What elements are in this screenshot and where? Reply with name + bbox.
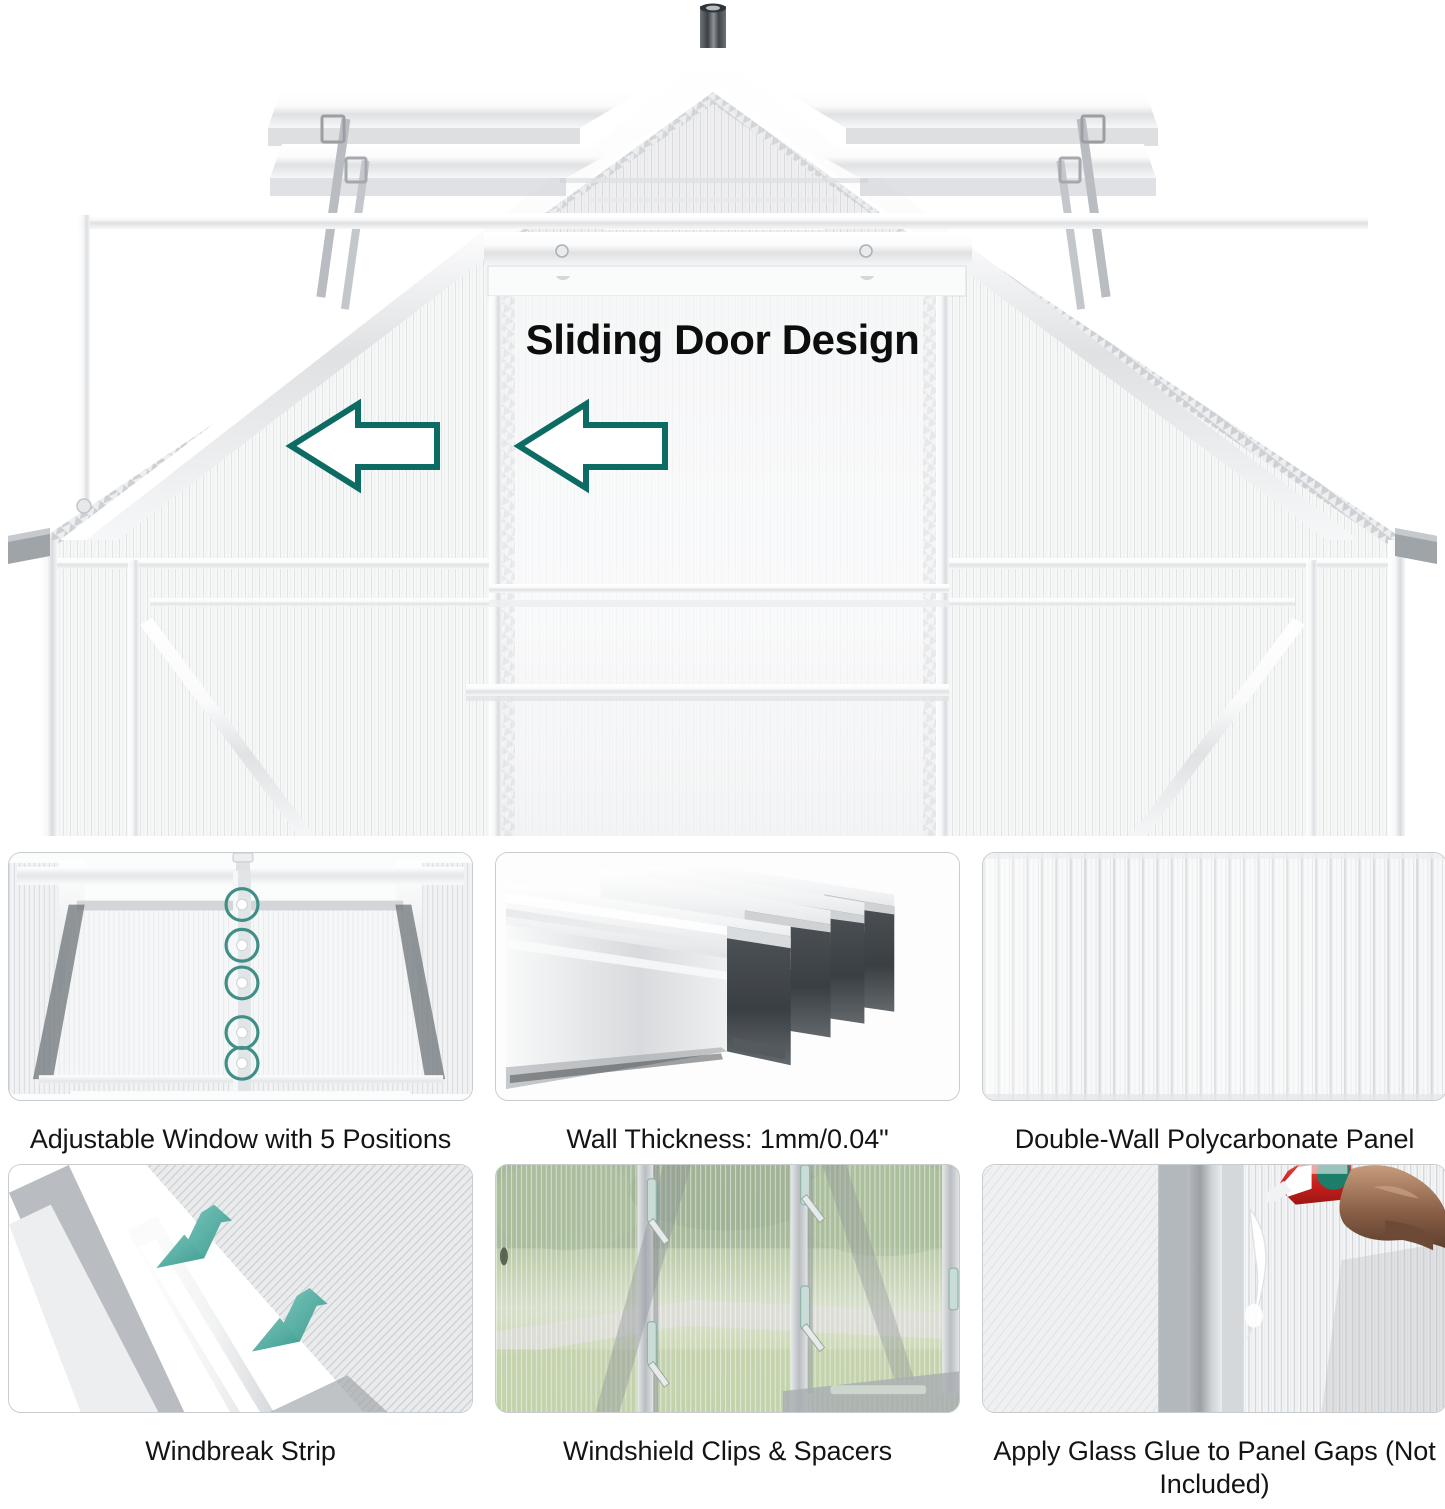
door-rail-lower (466, 684, 949, 696)
feature-cell-wall-thickness: Wall Thickness: 1mm/0.04" (495, 852, 960, 1156)
roof-vent-left (268, 92, 640, 310)
top-rail (76, 213, 1368, 514)
hand (1339, 1165, 1445, 1251)
sliding-door (466, 232, 972, 838)
feature-image-glass-glue (982, 1163, 1445, 1413)
feature-row-2: Windbreak Strip (8, 1163, 1445, 1501)
front-profile (505, 882, 791, 1090)
feature-image-adjustable-window (8, 852, 473, 1101)
airflow-arrow-upper (156, 1204, 233, 1269)
feature-cell-windshield-clips: Windshield Clips & Spacers (495, 1163, 960, 1501)
feature-grid: Adjustable Window with 5 Positions (0, 846, 1445, 1509)
airflow-arrow-lower (251, 1287, 328, 1352)
feature-caption-wall-thickness: Wall Thickness: 1mm/0.04" (566, 1124, 889, 1154)
windshield-clips (646, 1164, 959, 1366)
door-stile-right (936, 296, 949, 838)
position-markers (224, 887, 260, 1081)
feature-image-double-wall-panel (982, 852, 1445, 1101)
feature-caption-glass-glue: Apply Glass Glue to Panel Gaps (Not Incl… (993, 1435, 1436, 1499)
door-rail-mid (489, 584, 949, 593)
feature-cell-adjustable-window: Adjustable Window with 5 Positions (8, 852, 473, 1156)
feature-image-wall-thickness (495, 852, 960, 1101)
clip-spacers (647, 1193, 826, 1388)
glue-bead (1247, 1206, 1267, 1338)
glue-tube (1263, 1164, 1352, 1205)
roof-vent-right (786, 92, 1158, 310)
feature-image-windshield-clips (495, 1163, 960, 1413)
door-track-lower (487, 265, 967, 297)
feature-caption-adjustable-window: Adjustable Window with 5 Positions (29, 1124, 452, 1154)
feature-caption-double-wall-panel: Double-Wall Polycarbonate Panel (1014, 1124, 1415, 1154)
feature-caption-windbreak-strip: Windbreak Strip (145, 1435, 336, 1466)
door-stile-left (489, 296, 502, 838)
feature-image-windbreak-strip (8, 1163, 473, 1413)
feature-cell-double-wall-panel: Double-Wall Polycarbonate Panel (982, 852, 1445, 1156)
right-gable-wall (943, 232, 1437, 838)
feature-cell-glass-glue: Apply Glass Glue to Panel Gaps (Not Incl… (982, 1163, 1445, 1501)
feature-caption-windshield-clips: Windshield Clips & Spacers (562, 1435, 893, 1466)
feature-cell-windbreak-strip: Windbreak Strip (8, 1163, 473, 1501)
hero-product-image: Sliding Door Design (8, 3, 1437, 838)
greenhouse-illustration (8, 3, 1437, 838)
feature-row-1: Adjustable Window with 5 Positions (8, 852, 1445, 1156)
ridge-cap (700, 6, 726, 48)
